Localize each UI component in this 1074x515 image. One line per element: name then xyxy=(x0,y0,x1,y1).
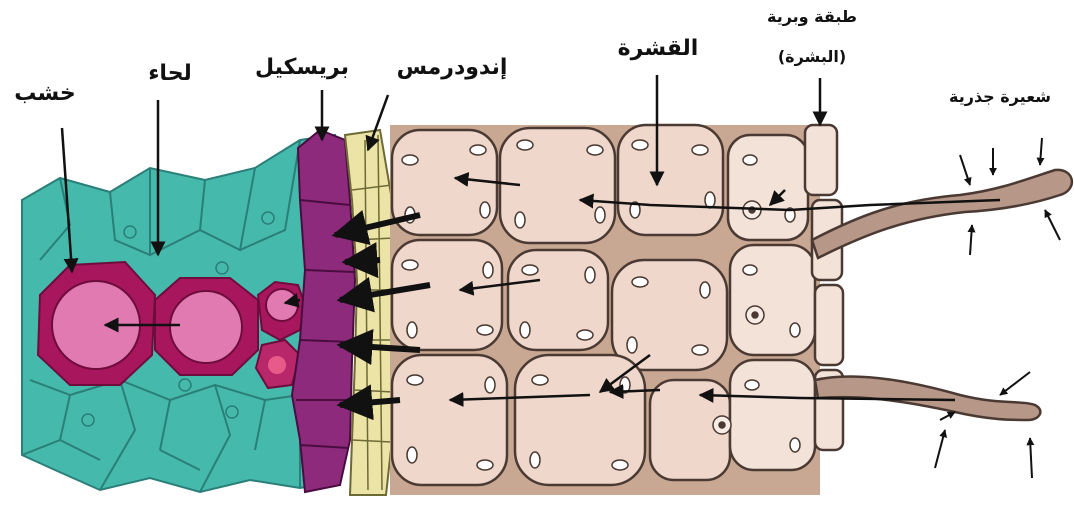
cortex-cell xyxy=(612,260,727,370)
epidermis-cells xyxy=(728,125,843,470)
cortex-cells xyxy=(392,125,730,485)
label-endodermis: إندودرمس xyxy=(397,55,508,80)
epidermis-cell xyxy=(730,245,815,355)
label-phloem: لحاء xyxy=(148,61,192,86)
labels: خشب لحاء بريسكيل إندودرمس القشرة طبقة وب… xyxy=(14,7,1051,106)
pericycle-layer xyxy=(292,130,355,492)
root-hair-upper xyxy=(812,170,1072,258)
label-root-hair: شعيرة جذرية xyxy=(949,87,1051,106)
label-epidermis-line1: طبقة وبرية xyxy=(767,7,857,26)
label-pericycle: بريسكيل xyxy=(255,55,349,80)
label-xylem: خشب xyxy=(14,81,76,106)
epidermis-cell xyxy=(805,125,837,195)
epidermis-cell xyxy=(730,360,815,470)
label-cortex: القشرة xyxy=(618,36,699,61)
epidermis-cell xyxy=(728,135,808,240)
epidermis-cell xyxy=(815,285,843,365)
label-epidermis-line2: (البشرة) xyxy=(778,47,846,66)
